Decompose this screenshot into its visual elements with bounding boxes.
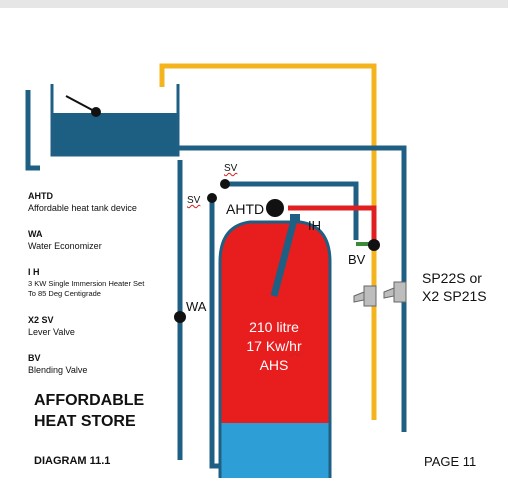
shower-valve-left bbox=[353, 285, 377, 307]
header-tank-walls bbox=[50, 84, 180, 157]
legend-abbr: WA bbox=[28, 229, 43, 239]
top-bar bbox=[0, 0, 508, 8]
bv-label: BV bbox=[348, 252, 366, 267]
tank-capacity: 210 litre bbox=[249, 319, 299, 335]
sv-upper-label: SV bbox=[224, 163, 238, 174]
feed-pipe-upper bbox=[224, 181, 359, 240]
legend-abbr: BV bbox=[28, 353, 41, 363]
page-number: PAGE 11 bbox=[424, 454, 477, 469]
diagram-title: AFFORDABLE HEAT STORE bbox=[34, 390, 144, 432]
sv-lower-label: SV bbox=[187, 195, 201, 206]
legend-abbr: X2 SV bbox=[28, 315, 54, 325]
valve-model-line-2: X2 SP21S bbox=[422, 288, 487, 304]
overflow-pipe bbox=[178, 145, 407, 432]
legend-wa: WA Water Economizer bbox=[28, 229, 102, 251]
ih-label: IH bbox=[308, 218, 321, 233]
title-line-1: AFFORDABLE bbox=[34, 392, 145, 409]
heat-tank-base bbox=[220, 423, 330, 478]
legend-desc: Lever Valve bbox=[28, 327, 75, 337]
tank-label: 210 litre 17 Kw/hr AHS bbox=[222, 318, 326, 375]
legend-abbr: I H bbox=[28, 267, 40, 277]
legend-bv: BV Blending Valve bbox=[28, 353, 87, 375]
valve-models-label: SP22S or X2 SP21S bbox=[422, 269, 487, 305]
tank-rating: 17 Kw/hr bbox=[222, 337, 326, 356]
ahtd-label: AHTD bbox=[226, 201, 265, 217]
bv-valve bbox=[368, 239, 380, 251]
float-valve bbox=[91, 107, 101, 117]
tank-rating-unit: hr bbox=[289, 338, 302, 354]
sv-valve-lower bbox=[207, 193, 217, 203]
title-line-2: HEAT STORE bbox=[34, 413, 136, 430]
legend-desc: Affordable heat tank device bbox=[28, 203, 137, 213]
ahtd-device bbox=[266, 199, 284, 217]
sv-valve-upper bbox=[220, 179, 230, 189]
cold-feed-pipe bbox=[25, 90, 40, 171]
valve-model-line-1: SP22S or bbox=[422, 270, 482, 286]
tank-rating-text: 17 Kw/ bbox=[246, 338, 290, 354]
legend-desc-line-1: 3 KW Single Immersion Heater Set bbox=[28, 279, 145, 288]
heat-tank-body bbox=[220, 222, 330, 478]
immersion-heater bbox=[270, 219, 298, 297]
legend-desc: Water Economizer bbox=[28, 241, 102, 251]
legend-ih: I H 3 KW Single Immersion Heater Set To … bbox=[28, 267, 144, 298]
header-tank-water bbox=[52, 113, 178, 155]
shower-valve-right bbox=[383, 281, 407, 303]
legend-ahtd: AHTD Affordable heat tank device bbox=[28, 191, 137, 213]
wa-device bbox=[174, 311, 186, 323]
legend-desc-line-2: To 85 Deg Centigrade bbox=[28, 288, 101, 298]
diagram-number: DIAGRAM 11.1 bbox=[34, 455, 111, 467]
legend-desc: Blending Valve bbox=[28, 365, 88, 375]
legend-abbr: AHTD bbox=[28, 191, 53, 201]
immersion-heater-head bbox=[290, 214, 300, 223]
float-arm bbox=[65, 95, 97, 113]
tank-type: AHS bbox=[259, 357, 289, 373]
heat-tank-outline bbox=[218, 220, 332, 478]
hot-pipe bbox=[288, 205, 377, 244]
legend-sv: X2 SV Lever Valve bbox=[28, 315, 75, 337]
wa-label: WA bbox=[186, 299, 207, 314]
